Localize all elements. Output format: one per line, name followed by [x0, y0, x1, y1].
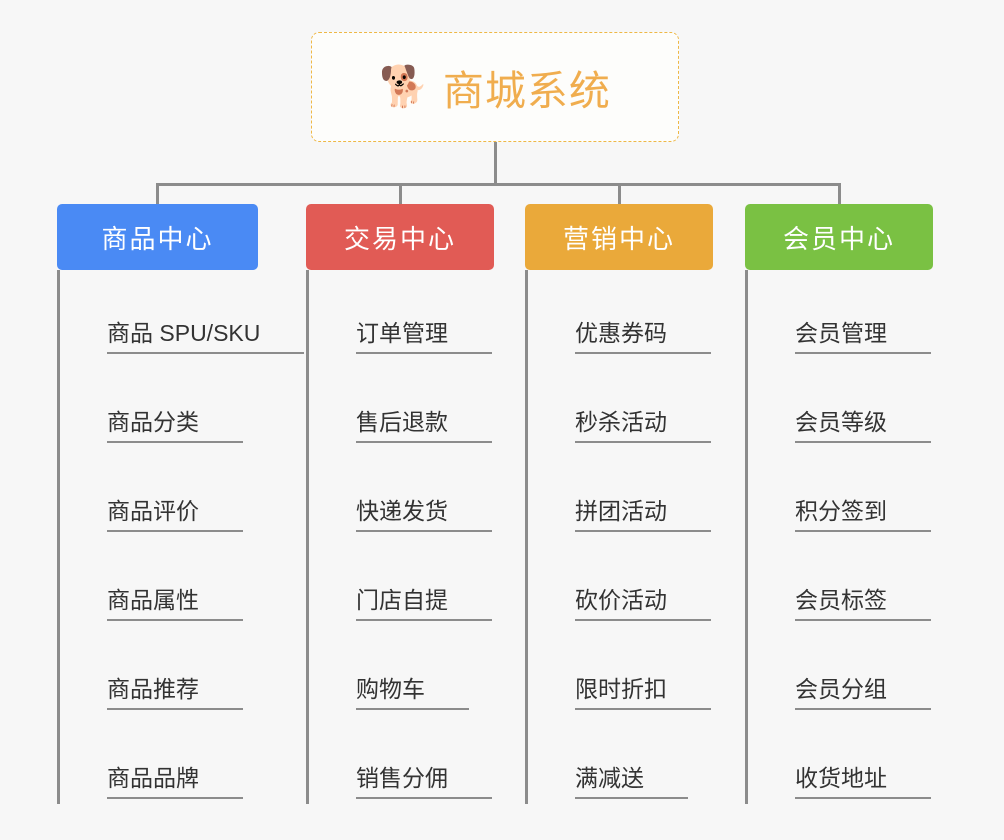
list-item-label: 会员等级: [795, 408, 931, 443]
list-item-label: 商品分类: [107, 408, 243, 443]
category-item-list-3: 优惠券码秒杀活动拼团活动砍价活动限时折扣满减送: [525, 270, 713, 804]
list-item[interactable]: 商品推荐: [77, 626, 258, 715]
category-header-3[interactable]: 营销中心: [525, 204, 713, 270]
list-item-label: 积分签到: [795, 497, 931, 532]
list-item[interactable]: 商品 SPU/SKU: [77, 270, 305, 359]
root-node[interactable]: 🐕 商城系统: [311, 32, 679, 142]
category-column-3: 营销中心优惠券码秒杀活动拼团活动砍价活动限时折扣满减送: [525, 204, 713, 804]
list-item[interactable]: 会员分组: [765, 626, 933, 715]
category-header-label: 会员中心: [782, 223, 895, 254]
list-item-label: 满减送: [575, 764, 688, 799]
list-item-label: 会员管理: [795, 319, 931, 354]
category-header-label: 商品中心: [101, 223, 214, 254]
category-header-2[interactable]: 交易中心: [306, 204, 494, 270]
connector-drop-2: [398, 183, 402, 204]
list-item-label: 拼团活动: [575, 497, 711, 532]
category-header-label: 交易中心: [343, 223, 456, 254]
list-item-label: 限时折扣: [575, 675, 711, 710]
root-title: 商城系统: [442, 68, 611, 114]
list-item[interactable]: 售后退款: [326, 359, 494, 448]
shiba-dog-icon: 🐕: [379, 65, 429, 109]
list-item-label: 收货地址: [795, 764, 931, 799]
list-item-label: 砍价活动: [575, 586, 711, 621]
list-item-label: 订单管理: [356, 319, 492, 354]
list-item-label: 门店自提: [356, 586, 492, 621]
list-item-label: 商品 SPU/SKU: [107, 319, 305, 354]
category-item-list-2: 订单管理售后退款快递发货门店自提购物车销售分佣: [306, 270, 494, 804]
list-item[interactable]: 销售分佣: [326, 715, 494, 804]
connector-drop-1: [156, 183, 159, 204]
list-item-label: 会员标签: [795, 586, 931, 621]
list-item[interactable]: 门店自提: [326, 537, 494, 626]
list-item[interactable]: 商品品牌: [77, 715, 258, 804]
list-item[interactable]: 会员管理: [765, 270, 933, 359]
list-item-label: 购物车: [356, 675, 469, 710]
list-item-label: 商品品牌: [107, 764, 243, 799]
category-header-4[interactable]: 会员中心: [745, 204, 933, 270]
category-item-list-4: 会员管理会员等级积分签到会员标签会员分组收货地址: [745, 270, 933, 804]
category-header-label: 营销中心: [562, 223, 675, 254]
list-item[interactable]: 会员等级: [765, 359, 933, 448]
list-item-label: 秒杀活动: [575, 408, 711, 443]
list-item[interactable]: 秒杀活动: [545, 359, 713, 448]
category-header-1[interactable]: 商品中心: [57, 204, 258, 270]
list-item[interactable]: 积分签到: [765, 448, 933, 537]
list-item-label: 商品属性: [107, 586, 243, 621]
list-item[interactable]: 满减送: [545, 715, 713, 804]
list-item[interactable]: 砍价活动: [545, 537, 713, 626]
category-item-list-1: 商品 SPU/SKU 商品分类商品评价商品属性商品推荐商品品牌: [57, 270, 305, 804]
list-item-label: 商品评价: [107, 497, 243, 532]
list-item[interactable]: 限时折扣: [545, 626, 713, 715]
list-item[interactable]: 商品评价: [77, 448, 258, 537]
list-item[interactable]: 快递发货: [326, 448, 494, 537]
list-item[interactable]: 购物车: [326, 626, 494, 715]
list-item[interactable]: 优惠券码: [545, 270, 713, 359]
list-item-label: 商品推荐: [107, 675, 243, 710]
list-item[interactable]: 商品分类: [77, 359, 258, 448]
connector-horizontal-rail: [156, 183, 841, 186]
list-item[interactable]: 订单管理: [326, 270, 494, 359]
category-column-4: 会员中心会员管理会员等级积分签到会员标签会员分组收货地址: [745, 204, 933, 804]
list-item[interactable]: 收货地址: [765, 715, 933, 804]
connector-drop-4: [837, 183, 841, 204]
category-column-2: 交易中心订单管理售后退款快递发货门店自提购物车销售分佣: [306, 204, 494, 804]
connector-drop-3: [617, 183, 621, 204]
connector-root-stem: [493, 142, 497, 186]
list-item[interactable]: 拼团活动: [545, 448, 713, 537]
list-item-label: 售后退款: [356, 408, 492, 443]
list-item-label: 会员分组: [795, 675, 931, 710]
list-item-label: 快递发货: [356, 497, 492, 532]
list-item-label: 优惠券码: [575, 319, 711, 354]
list-item-label: 销售分佣: [356, 764, 492, 799]
category-column-1: 商品中心商品 SPU/SKU 商品分类商品评价商品属性商品推荐商品品牌: [57, 204, 305, 804]
list-item[interactable]: 商品属性: [77, 537, 258, 626]
list-item[interactable]: 会员标签: [765, 537, 933, 626]
